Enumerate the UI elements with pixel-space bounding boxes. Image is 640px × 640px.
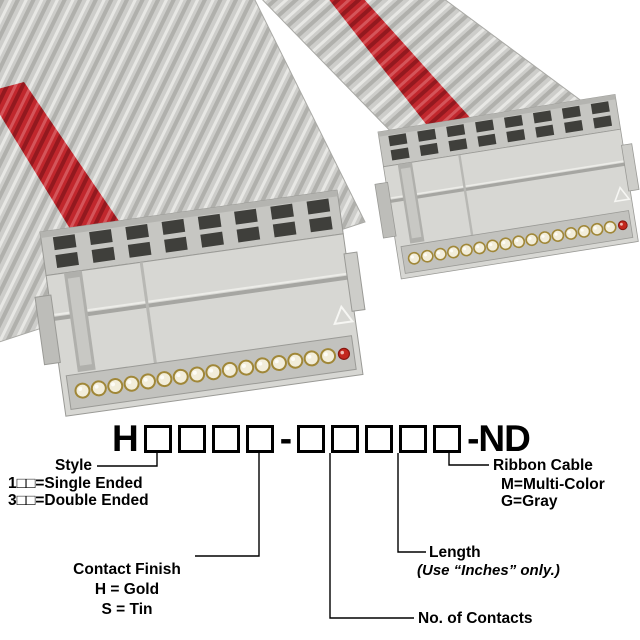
left-box-group	[143, 425, 274, 453]
right-box-group	[297, 425, 462, 453]
length-label-title: Length	[429, 544, 481, 561]
red-stripe-left	[0, 82, 132, 258]
ribbon-cable-label-title: Ribbon Cable	[493, 457, 593, 474]
digit-box	[211, 425, 240, 453]
part-prefix: H	[112, 418, 139, 459]
product-photo	[0, 0, 640, 421]
ribbon-cable-gray: G=Gray	[501, 493, 558, 510]
digit-box	[399, 425, 428, 453]
digit-box	[365, 425, 394, 453]
leader-length	[397, 453, 426, 553]
digit-box	[297, 425, 326, 453]
part-number-row: H - -ND	[112, 418, 531, 460]
part-suffix: -ND	[467, 418, 531, 459]
digit-box	[143, 425, 172, 453]
contact-finish-label: Contact Finish H = Gold S = Tin	[52, 560, 202, 620]
digit-box	[331, 425, 360, 453]
contact-finish-tin: S = Tin	[101, 601, 153, 618]
length-label-note: (Use “Inches” only.)	[417, 562, 560, 579]
digit-box	[433, 425, 462, 453]
contact-finish-title: Contact Finish	[73, 561, 181, 578]
contact-finish-gold: H = Gold	[94, 581, 160, 598]
style-option-single: 1□□=Single Ended	[8, 475, 143, 492]
contacts-label: No. of Contacts	[418, 610, 533, 627]
part-separator: -	[279, 418, 292, 459]
ribbon-cable-multicolor: M=Multi-Color	[501, 476, 605, 493]
style-option-double: 3□□=Double Ended	[8, 492, 149, 509]
style-label-title: Style	[55, 457, 93, 474]
digit-box	[177, 425, 206, 453]
leader-contact-finish	[195, 453, 260, 557]
leader-no-of-contacts	[329, 453, 414, 619]
digit-box	[245, 425, 274, 453]
